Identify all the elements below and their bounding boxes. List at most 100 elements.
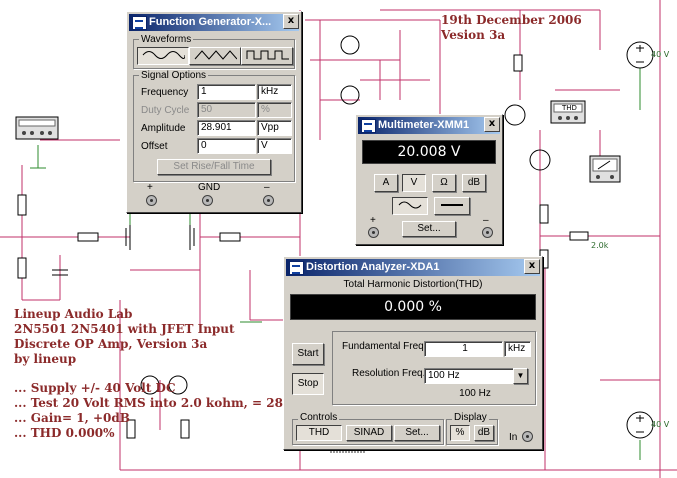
sine-wave-button[interactable] bbox=[137, 47, 189, 65]
offset-unit[interactable]: V bbox=[257, 138, 292, 154]
distortion-display: 0.000 % bbox=[290, 294, 536, 320]
function-generator-title: Function Generator-X... bbox=[149, 16, 272, 28]
chevron-down-icon: ▼ bbox=[516, 371, 525, 380]
note-line: by lineup bbox=[14, 352, 77, 366]
note-line: Lineup Audio Lab bbox=[14, 307, 133, 321]
frequency-group bbox=[332, 331, 536, 405]
set-rise-fall-time-button[interactable]: Set Rise/Fall Time bbox=[157, 159, 271, 175]
thd-mode-button[interactable]: THD bbox=[296, 425, 342, 441]
amplitude-unit[interactable]: Vpp bbox=[257, 120, 292, 136]
multimeter-title: Multimeter-XMM1 bbox=[378, 119, 470, 131]
resistor bbox=[77, 232, 99, 242]
ac-mode-button[interactable] bbox=[392, 197, 428, 215]
offset-input[interactable]: 0 bbox=[197, 138, 256, 154]
percent-display-button[interactable]: % bbox=[450, 425, 470, 441]
resistor bbox=[513, 54, 523, 72]
version-note: Vesion 3a bbox=[441, 28, 506, 42]
ohmmeter-button[interactable]: Ω bbox=[432, 174, 456, 192]
stop-button[interactable]: Stop bbox=[292, 373, 324, 395]
sine-wave-icon bbox=[142, 51, 186, 59]
instrument-icon bbox=[289, 261, 304, 275]
frequency-input[interactable]: 1 bbox=[197, 84, 256, 100]
source-bottom-label: 40 V bbox=[651, 420, 670, 429]
voltmeter-instrument[interactable] bbox=[589, 155, 621, 183]
transistor bbox=[529, 149, 551, 171]
amplitude-label: Amplitude bbox=[141, 123, 186, 134]
controls-group bbox=[292, 419, 444, 445]
triangle-wave-button[interactable] bbox=[189, 47, 241, 65]
terminal-minus[interactable] bbox=[263, 195, 274, 206]
square-wave-icon bbox=[246, 50, 289, 60]
multimeter-window[interactable]: Multimeter-XMM1 x 20.008 V A V Ω dB Set.… bbox=[355, 114, 503, 245]
note-line: ... Gain= 1, +0dB bbox=[14, 411, 130, 425]
decibel-button[interactable]: dB bbox=[462, 174, 486, 192]
signal-options-group bbox=[133, 75, 295, 182]
fundamental-freq-unit[interactable]: kHz bbox=[504, 341, 531, 357]
dc-source-bottom bbox=[626, 411, 654, 439]
multimeter-titlebar[interactable]: Multimeter-XMM1 bbox=[358, 117, 500, 134]
resolution-freq-readout: 100 Hz bbox=[459, 388, 491, 399]
thd-heading: Total Harmonic Distortion(THD) bbox=[343, 279, 483, 290]
resistor bbox=[180, 419, 190, 439]
ac-wave-icon bbox=[398, 201, 422, 209]
input-terminal-label: In bbox=[509, 432, 518, 443]
frequency-label: Frequency bbox=[141, 87, 189, 98]
load-label: 2.0k bbox=[591, 241, 609, 250]
distortion-set-button[interactable]: Set... bbox=[394, 425, 440, 441]
resistor bbox=[17, 257, 27, 279]
db-display-button[interactable]: dB bbox=[474, 425, 494, 441]
resolution-freq-label: Resolution Freq. bbox=[352, 368, 426, 379]
distortion-analyzer-title: Distortion Analyzer-XDA1 bbox=[306, 261, 440, 273]
date-note: 19th December 2006 bbox=[441, 13, 582, 27]
sinad-mode-button[interactable]: SINAD bbox=[346, 425, 392, 441]
source-top-label: 40 V bbox=[651, 50, 670, 59]
fundamental-freq-input[interactable]: 1 bbox=[424, 341, 503, 357]
function-generator-window[interactable]: Function Generator-X... x Waveforms Sign… bbox=[126, 11, 302, 213]
amplitude-input[interactable]: 28.901 bbox=[197, 120, 256, 136]
resistor bbox=[539, 204, 549, 224]
duty-cycle-unit[interactable]: % bbox=[257, 102, 292, 118]
resolution-freq-select[interactable]: 100 Hz bbox=[424, 368, 517, 384]
resistor bbox=[219, 232, 241, 242]
display-label: Display bbox=[452, 412, 489, 423]
controls-label: Controls bbox=[298, 412, 340, 423]
ammeter-button[interactable]: A bbox=[374, 174, 398, 192]
terminal-minus-label: – bbox=[483, 215, 489, 226]
duty-cycle-label: Duty Cycle bbox=[141, 105, 190, 116]
close-button[interactable]: x bbox=[283, 14, 299, 29]
function-generator-titlebar[interactable]: Function Generator-X... bbox=[129, 14, 299, 31]
resistor bbox=[17, 194, 27, 216]
terminal-minus[interactable] bbox=[482, 227, 493, 238]
close-button[interactable]: x bbox=[484, 117, 500, 132]
transistor bbox=[340, 35, 360, 55]
thd-probe-label: THD bbox=[562, 104, 577, 112]
waveforms-label: Waveforms bbox=[139, 34, 194, 45]
distortion-probe-instrument[interactable] bbox=[550, 100, 586, 124]
signal-options-label: Signal Options bbox=[139, 70, 209, 81]
distortion-analyzer-window[interactable]: Distortion Analyzer-XDA1 x Total Harmoni… bbox=[283, 256, 543, 450]
terminal-gnd-label: GND bbox=[198, 182, 221, 193]
distortion-analyzer-titlebar[interactable]: Distortion Analyzer-XDA1 bbox=[286, 259, 540, 276]
transistor bbox=[504, 104, 526, 126]
wattmeter-instrument[interactable] bbox=[15, 116, 59, 140]
duty-cycle-input[interactable]: 50 bbox=[197, 102, 256, 118]
dc-line-icon bbox=[441, 204, 463, 206]
fundamental-freq-label: Fundamental Freq. bbox=[342, 341, 427, 352]
resolution-dropdown-button[interactable]: ▼ bbox=[513, 368, 528, 384]
start-button[interactable]: Start bbox=[292, 343, 324, 365]
square-wave-button[interactable] bbox=[241, 47, 293, 65]
transistor bbox=[140, 375, 160, 395]
terminal-gnd[interactable] bbox=[202, 195, 213, 206]
terminal-plus-label: + bbox=[370, 215, 376, 226]
frequency-unit[interactable]: kHz bbox=[257, 84, 292, 100]
triangle-wave-icon bbox=[194, 50, 238, 60]
multimeter-display: 20.008 V bbox=[362, 140, 496, 164]
voltmeter-button[interactable]: V bbox=[402, 174, 426, 192]
instrument-icon bbox=[132, 16, 147, 30]
close-button[interactable]: x bbox=[524, 259, 540, 274]
terminal-plus[interactable] bbox=[146, 195, 157, 206]
input-terminal[interactable] bbox=[522, 431, 533, 442]
dc-mode-button[interactable] bbox=[434, 197, 470, 215]
terminal-plus[interactable] bbox=[368, 227, 379, 238]
multimeter-set-button[interactable]: Set... bbox=[402, 221, 456, 237]
